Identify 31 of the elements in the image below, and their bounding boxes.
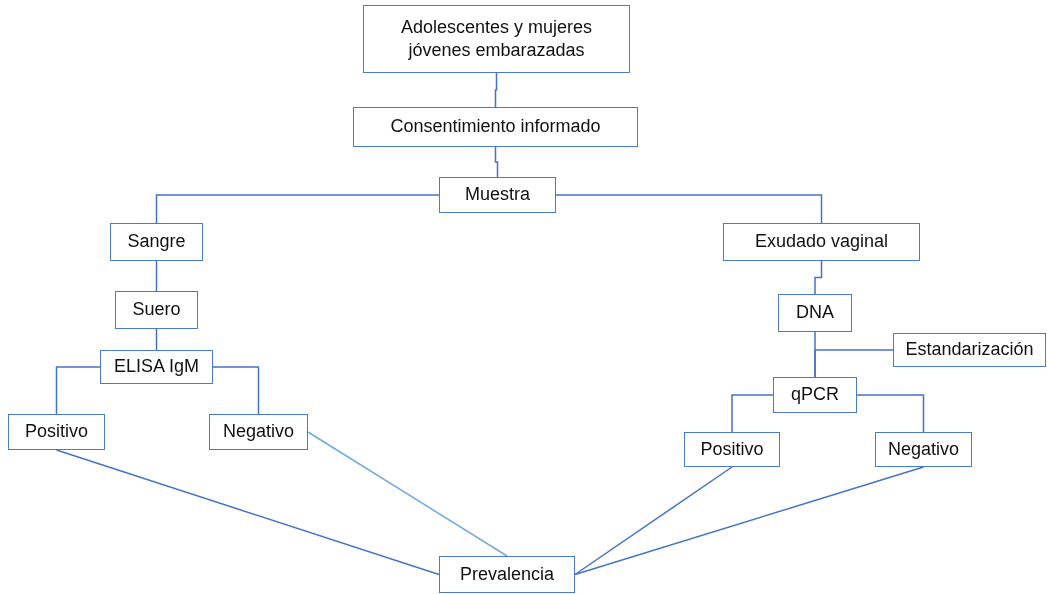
connector-line bbox=[731, 394, 774, 433]
process-box: Positivo bbox=[8, 414, 105, 450]
process-box: ELISA IgM bbox=[100, 350, 213, 384]
process-box: Positivo bbox=[684, 432, 780, 467]
connector-line bbox=[574, 466, 733, 576]
process-box: Exudado vaginal bbox=[723, 223, 920, 261]
process-box: Negativo bbox=[209, 414, 308, 450]
connector-line bbox=[856, 394, 925, 433]
process-box: Consentimiento informado bbox=[353, 107, 638, 147]
connector-line bbox=[814, 260, 823, 295]
connector-line bbox=[494, 72, 498, 108]
connector-line bbox=[55, 366, 101, 415]
connector-line bbox=[55, 449, 440, 576]
connector-line bbox=[814, 349, 894, 378]
connector-line bbox=[155, 194, 440, 224]
process-box: Suero bbox=[115, 291, 198, 329]
process-box: Muestra bbox=[439, 177, 556, 213]
connector-line bbox=[574, 466, 925, 576]
process-box: qPCR bbox=[773, 377, 857, 413]
connector-line bbox=[212, 366, 260, 415]
connector-line bbox=[155, 328, 158, 351]
process-box: DNA bbox=[778, 294, 852, 332]
connector-line bbox=[555, 194, 823, 224]
process-box: Prevalencia bbox=[439, 556, 575, 593]
connector-line bbox=[155, 260, 158, 292]
process-box: Sangre bbox=[110, 223, 203, 261]
connector-line bbox=[494, 146, 499, 178]
process-box: Estandarización bbox=[893, 333, 1046, 367]
connector-line bbox=[307, 431, 508, 557]
process-box: Negativo bbox=[875, 432, 972, 467]
process-box: Adolescentes y mujeres jóvenes embarazadas bbox=[363, 5, 630, 73]
